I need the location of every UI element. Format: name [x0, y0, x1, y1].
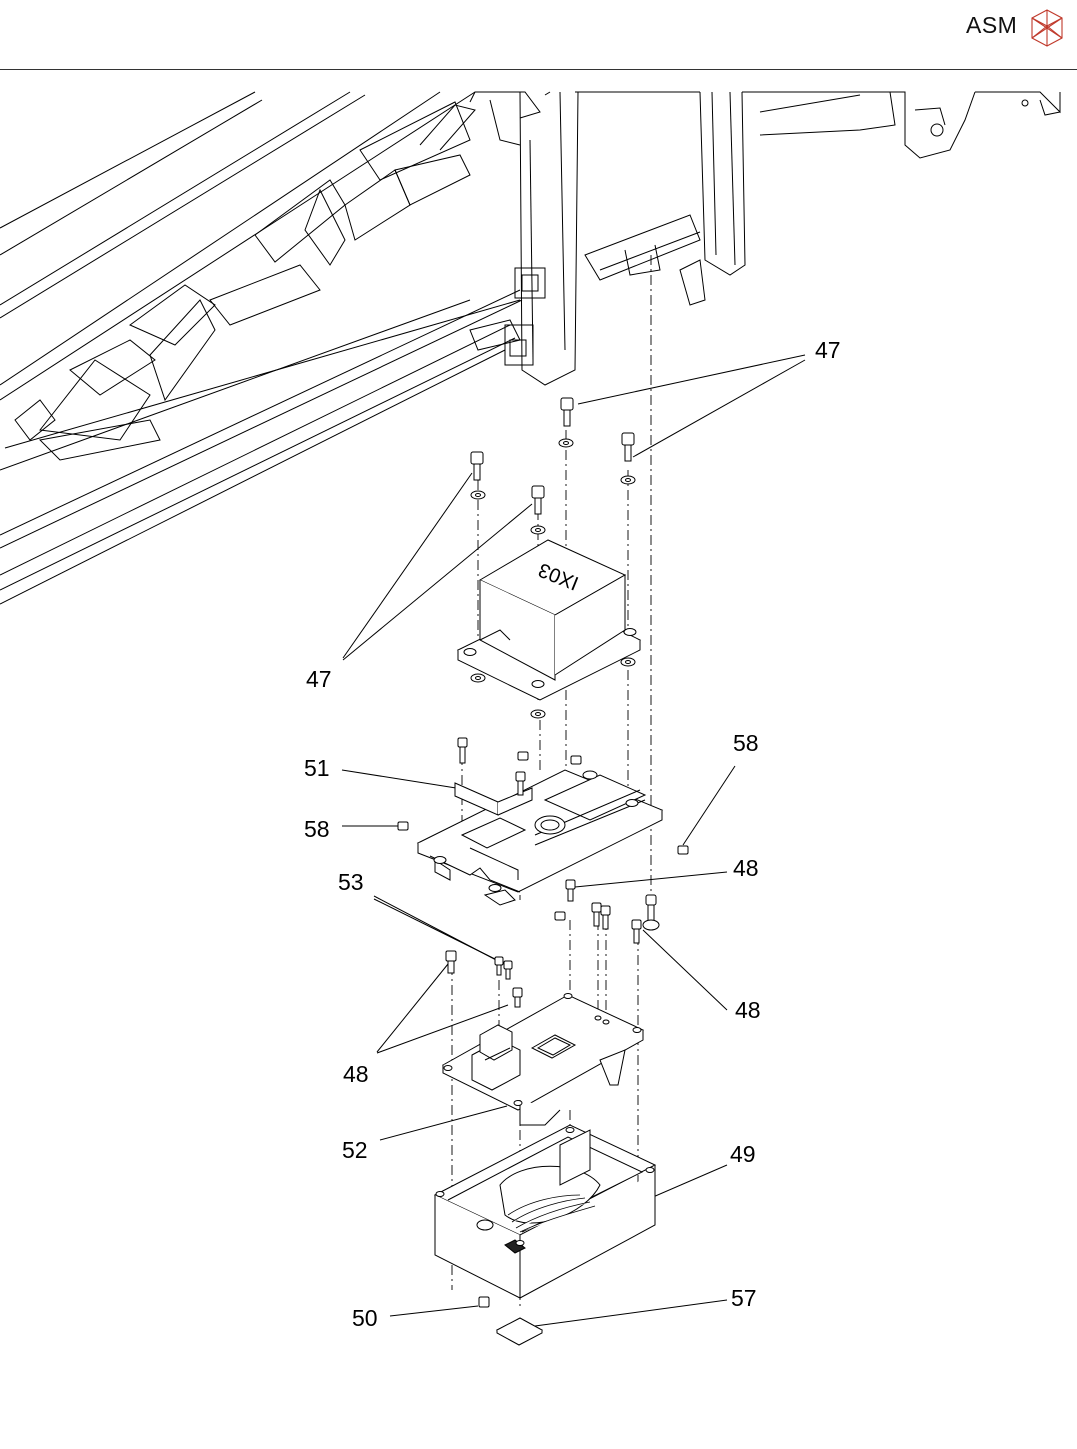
housing-49 [435, 1125, 655, 1298]
callout-51: 51 [304, 757, 330, 780]
callout-47-top: 47 [815, 339, 841, 362]
callout-50: 50 [352, 1307, 378, 1330]
callout-48-left: 48 [343, 1063, 369, 1086]
sensor-cover-ix03: IX03 [458, 540, 640, 700]
callout-47-left: 47 [306, 668, 332, 691]
callout-57: 57 [731, 1287, 757, 1310]
callout-52: 52 [342, 1139, 368, 1162]
callout-48-mid: 48 [733, 857, 759, 880]
callout-58-left: 58 [304, 818, 330, 841]
callout-48-right: 48 [735, 999, 761, 1022]
circuit-board-52 [443, 994, 643, 1126]
callout-49: 49 [730, 1143, 756, 1166]
callout-58-right: 58 [733, 732, 759, 755]
machine-frame [0, 92, 1060, 604]
callout-53: 53 [338, 871, 364, 894]
foot-pad-57 [497, 1318, 542, 1345]
mounting-plate-51 [418, 770, 662, 905]
